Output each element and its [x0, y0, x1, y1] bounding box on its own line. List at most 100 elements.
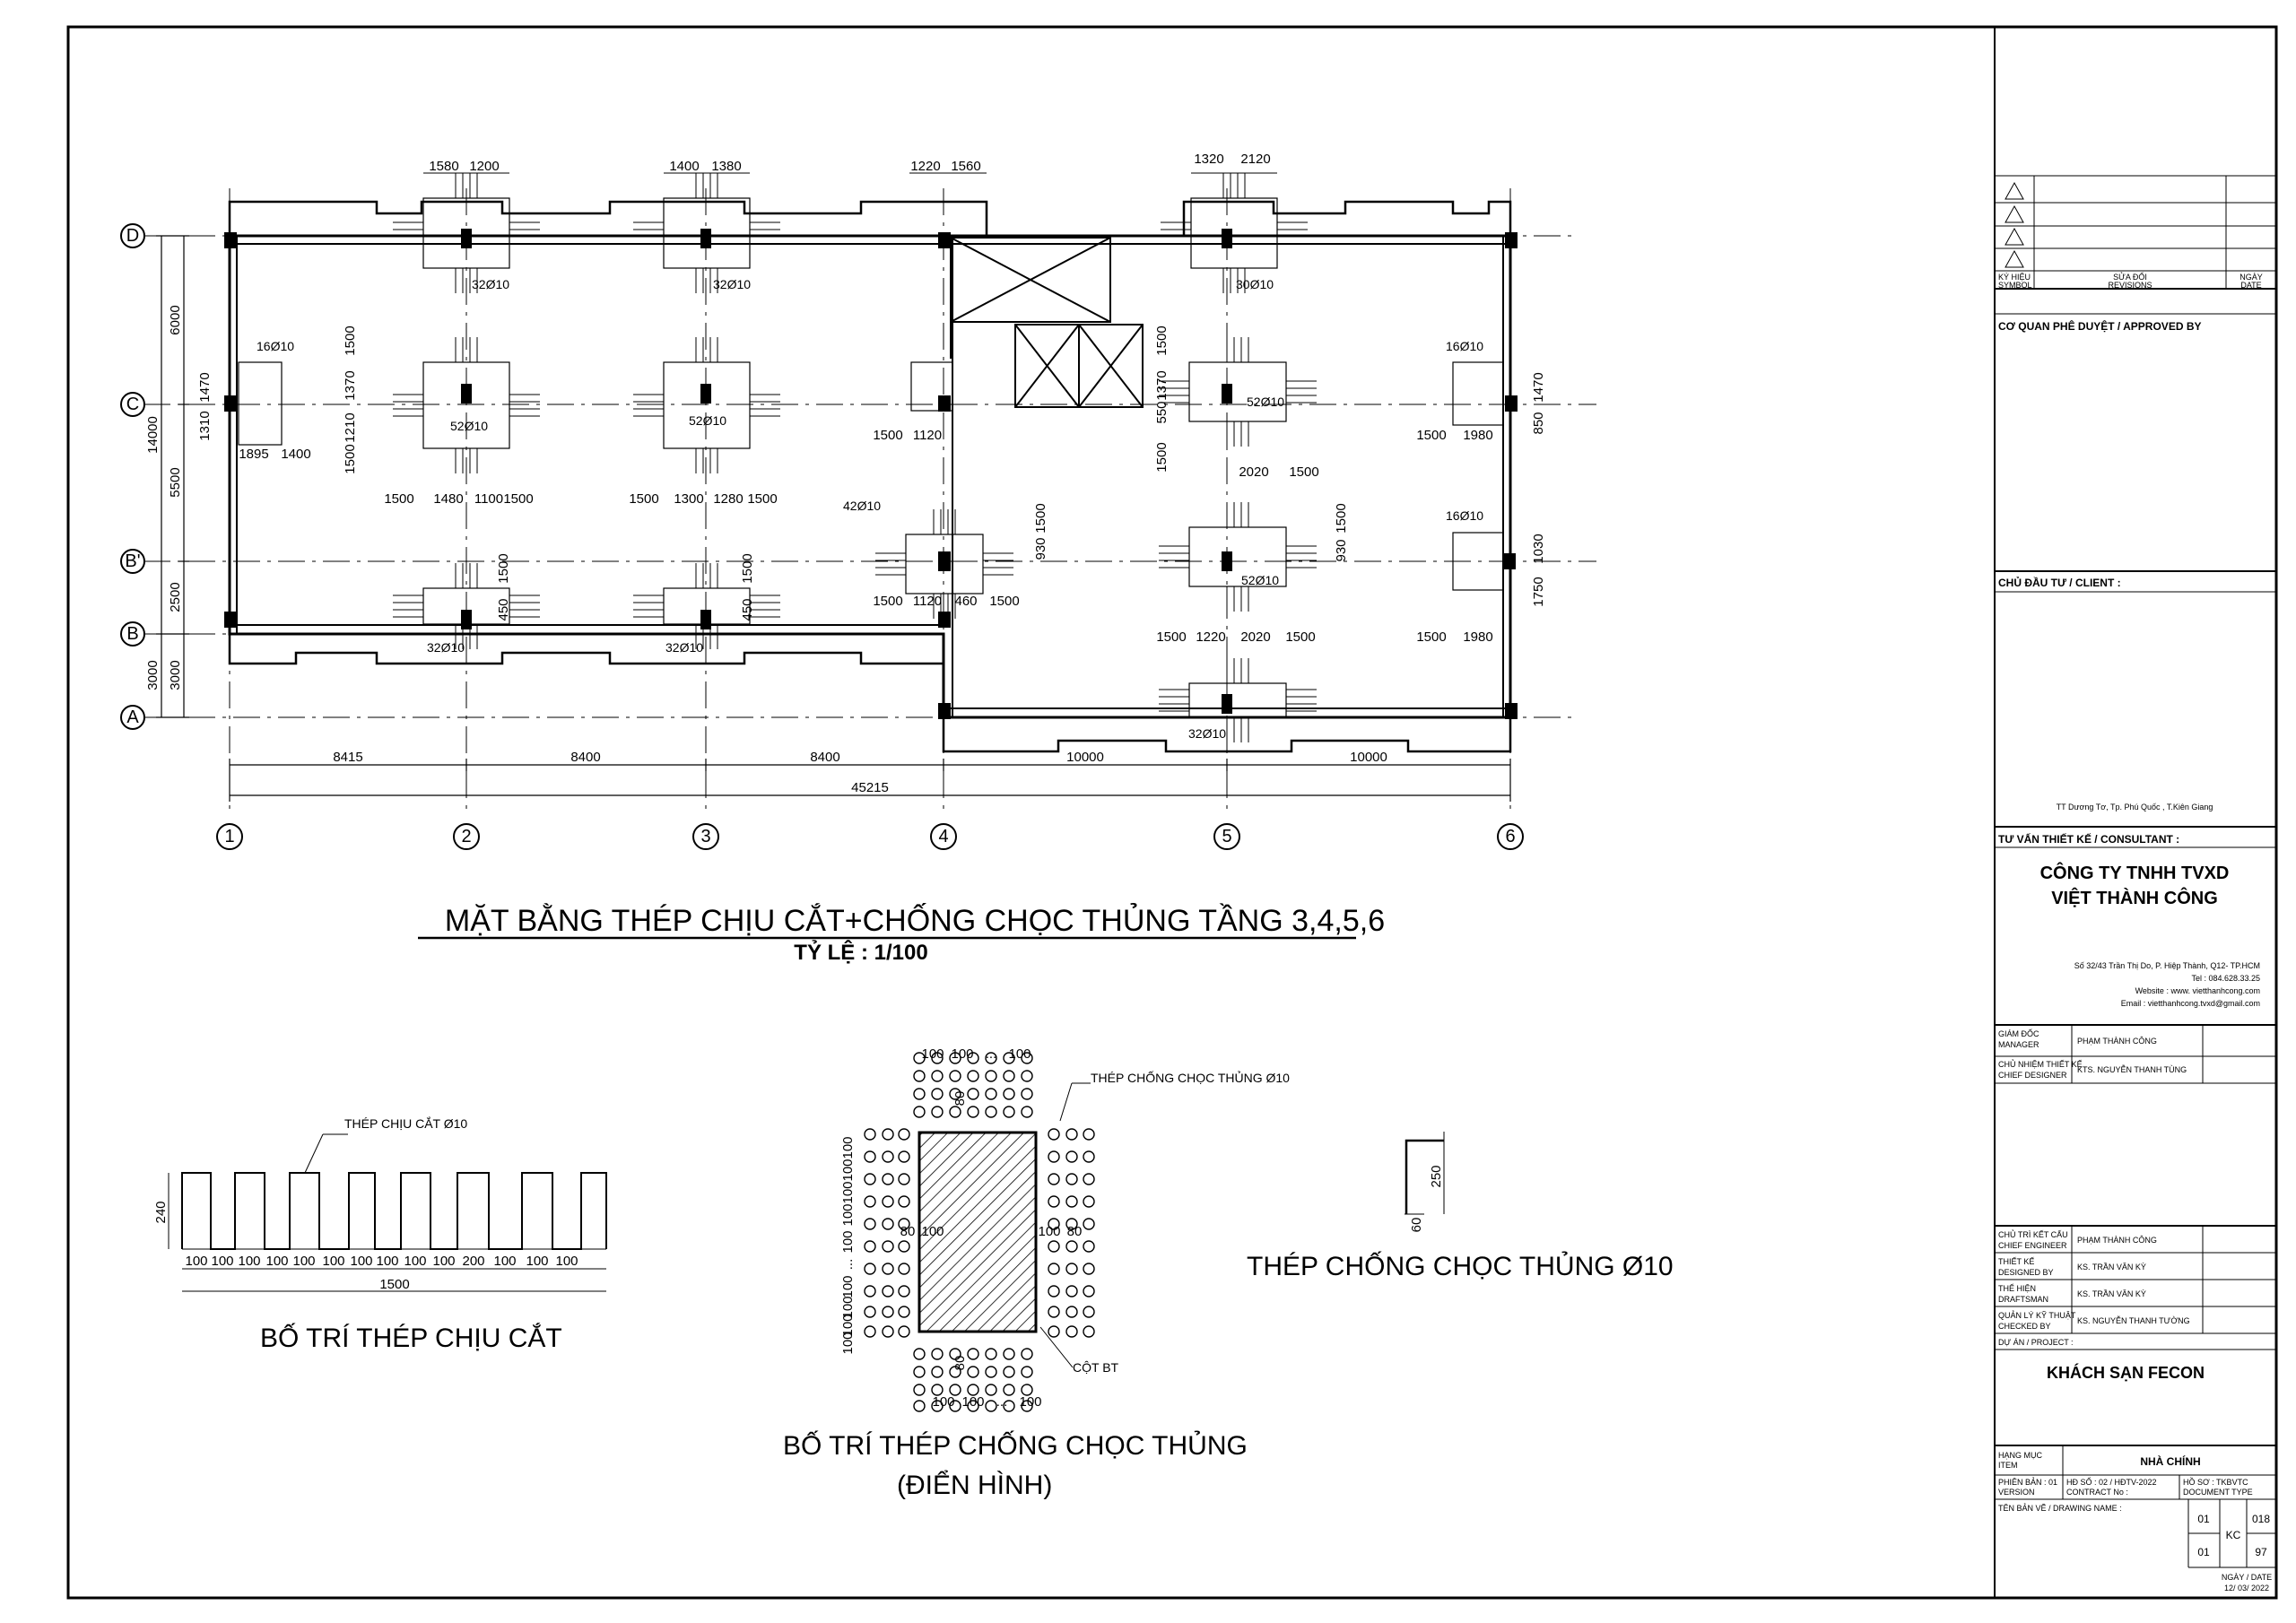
dim-bottom-5: 10000 — [1350, 750, 1387, 765]
grid-label-2: 2 — [461, 827, 471, 846]
plan-inner-dim: 460 — [954, 594, 977, 609]
doc-type: HỒ SƠ : TKBVTC — [2183, 1477, 2248, 1487]
punch-bottom-dim: 100 — [932, 1394, 954, 1410]
drawing-name-label: TÊN BẢN VẼ / DRAWING NAME : — [1998, 1503, 2122, 1513]
plan-inner-dim: 1370 — [343, 370, 358, 400]
plan-inner-dim: 1030 — [1531, 534, 1546, 563]
grid-label-5: 5 — [1222, 827, 1231, 846]
dim-left-outer-1: 14000 — [145, 416, 161, 454]
punch-left-dim: 100 — [840, 1136, 856, 1159]
punch-left-dim: 100 — [840, 1296, 856, 1318]
chief-designer-name: KTS. NGUYỄN THANH TÙNG — [2077, 1064, 2187, 1074]
version-label: PHIÊN BẢN : 01 — [1998, 1477, 2057, 1487]
title-block-text: KÝ HIỆU SYMBOL SỬA ĐỔI REVISIONS NGÀY DA… — [1998, 272, 2272, 1593]
punch-top-dim: 100 — [921, 1046, 944, 1062]
chief-engineer-name: PHẠM THÀNH CÔNG — [2077, 1236, 2157, 1245]
dim-bottom-4: 10000 — [1066, 750, 1104, 765]
date-label: NGÀY / DATE — [2222, 1573, 2272, 1582]
code-d: 01 — [2197, 1546, 2210, 1558]
dim-left-4: 3000 — [168, 660, 183, 690]
dim-top-5: 1220 — [910, 159, 940, 174]
bar-label-b5: 52Ø10 — [1241, 573, 1279, 587]
plan-inner-dim: 1300 — [674, 491, 703, 507]
rev-date-en: DATE — [2240, 281, 2261, 290]
shear-spacing-dim: 100 — [493, 1254, 516, 1269]
chief-designer-label-vi: CHỦ NHIỆM THIẾT KẾ — [1998, 1059, 2083, 1069]
version-label-en: VERSION — [1998, 1488, 2035, 1497]
floor-plan: D C B' B A 1 2 3 4 5 6 8415 840 — [120, 152, 1596, 965]
plan-inner-dim: 1500 — [747, 491, 777, 507]
bar-label-c3: 52Ø10 — [689, 413, 726, 428]
bar-label-d5: 30Ø10 — [1236, 277, 1274, 291]
plan-inner-dim: 1120 — [913, 594, 942, 609]
shear-total-dim: 1500 — [379, 1277, 409, 1292]
client-address: TT Dương Tơ, Tp. Phú Quốc , T.Kiên Giang — [2057, 803, 2213, 812]
dim-top-1: 1580 — [429, 159, 458, 174]
grid-label-b: B — [126, 624, 138, 644]
dim-left-1: 6000 — [168, 305, 183, 334]
shear-spacing-dim: 100 — [211, 1254, 233, 1269]
bar-label-c2: 52Ø10 — [450, 419, 488, 433]
grid-label-c: C — [126, 395, 139, 414]
grid-label-d: D — [126, 226, 139, 246]
grid-label-1: 1 — [224, 827, 234, 846]
punch-left-dim: 100 — [840, 1181, 856, 1203]
dim-top-4: 1380 — [711, 159, 741, 174]
date-value: 12/ 03/ 2022 — [2224, 1584, 2269, 1593]
plan-scale: TỶ LỆ : 1/100 — [794, 939, 927, 965]
shear-bar-label: THÉP CHỊU CẮT Ø10 — [344, 1115, 467, 1131]
shear-spacing-dim: 100 — [350, 1254, 372, 1269]
project-name: KHÁCH SẠN FECON — [2047, 1363, 2205, 1382]
sheet-border — [66, 25, 2278, 1600]
bar-label-d2: 32Ø10 — [472, 277, 509, 291]
dim-left-2: 5500 — [168, 467, 183, 497]
bar-label-c1: 16Ø10 — [257, 339, 294, 353]
plan-inner-dim: 450 — [496, 598, 511, 621]
stud-detail-title: THÉP CHỐNG CHỌC THỦNG Ø10 — [1247, 1251, 1674, 1281]
rev-symbol-en: SYMBOL — [1998, 281, 2032, 290]
plan-inner-dim: 1480 — [433, 491, 463, 507]
concrete-column — [918, 1131, 1038, 1333]
bar-label-b4: 42Ø10 — [843, 499, 881, 513]
punch-top-dim: 100 — [951, 1046, 973, 1062]
shear-spacing-dim: 100 — [432, 1254, 455, 1269]
approved-by-label: CƠ QUAN PHÊ DUYỆT / APPROVED BY — [1998, 319, 2202, 333]
company-website: Website : www. vietthanhcong.com — [2135, 986, 2260, 995]
plan-inner-dim: 1500 — [1156, 629, 1186, 645]
designer-label-vi: THIẾT KẾ — [1998, 1257, 2034, 1266]
contract-label-en: CONTRACT No : — [2066, 1488, 2128, 1497]
punch-left-dim: 100 — [840, 1159, 856, 1181]
checker-label-vi: QUẢN LÝ KỸ THUẬT — [1998, 1310, 2076, 1320]
plan-inner-dim: 1500 — [1154, 325, 1170, 355]
plan-inner-dim: 1500 — [873, 428, 902, 443]
bar-label-d3: 32Ø10 — [713, 277, 751, 291]
checker-label-en: CHECKED BY — [1998, 1322, 2051, 1331]
code-e: 97 — [2255, 1546, 2267, 1558]
designer-name: KS. TRẦN VĂN KỲ — [2077, 1263, 2146, 1271]
punch-detail-subtitle: (ĐIỂN HÌNH) — [897, 1470, 1052, 1500]
grid-label-6: 6 — [1505, 827, 1515, 846]
plan-inner-dim: 1500 — [496, 553, 511, 583]
manager-label-vi: GIÁM ĐỐC — [1998, 1028, 2039, 1038]
draftsman-name: KS. TRẦN VĂN KỲ — [2077, 1289, 2146, 1298]
plan-inner-dim: 1100 — [474, 491, 503, 507]
rev-revisions-en: REVISIONS — [2108, 281, 2152, 290]
plan-inner-dim: 1370 — [1154, 370, 1170, 400]
plan-inner-dim: 1500 — [1416, 428, 1446, 443]
punch-detail-title: BỐ TRÍ THÉP CHỐNG CHỌC THỦNG — [783, 1430, 1248, 1461]
draftsman-label-en: DRAFTSMAN — [1998, 1295, 2048, 1304]
plan-inner-dim: 1895 — [239, 447, 268, 462]
punch-offset-dim: 80 — [1067, 1224, 1083, 1239]
plan-inner-dim: 1500 — [343, 444, 358, 473]
punch-left-dim: 100 — [840, 1203, 856, 1226]
dim-total: 45215 — [851, 780, 889, 795]
rev-date-vi: NGÀY — [2239, 273, 2263, 282]
company-tel: Tel : 084.628.33.25 — [2191, 974, 2260, 983]
shear-spacing-dim: 100 — [322, 1254, 344, 1269]
dim-top-6: 1560 — [951, 159, 980, 174]
plan-inner-dim: 1500 — [873, 594, 902, 609]
shear-spacing-dim: 100 — [238, 1254, 260, 1269]
grid-label-a: A — [126, 707, 139, 727]
item-label-en: ITEM — [1998, 1461, 2018, 1470]
grid-label-4: 4 — [938, 827, 948, 846]
